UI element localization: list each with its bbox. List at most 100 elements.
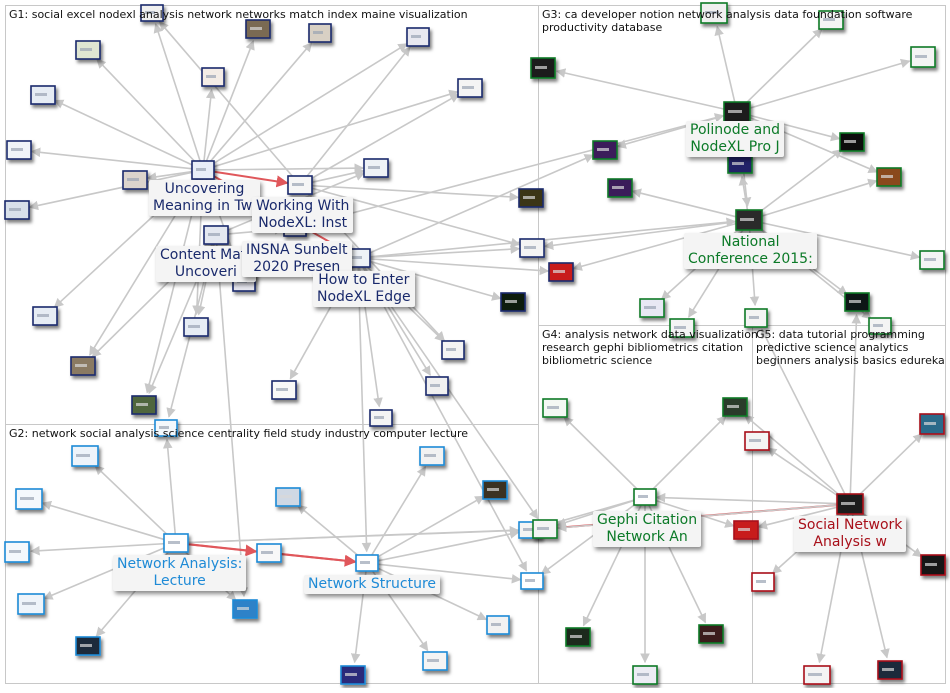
node-thumbnail-g2n[interactable] bbox=[486, 615, 510, 635]
node-thumbnail-g3e[interactable] bbox=[818, 10, 844, 30]
node-thumbnail-g2o[interactable] bbox=[422, 651, 448, 671]
node-thumbnail-g5d[interactable] bbox=[733, 520, 759, 540]
node-thumbnail-g1u[interactable] bbox=[70, 356, 96, 376]
node-label-content[interactable]: Content Matt Uncoveri bbox=[156, 246, 256, 282]
node-thumbnail-g1i[interactable] bbox=[308, 23, 332, 43]
node-thumbnail-g3g[interactable] bbox=[839, 132, 865, 152]
edge-g3a-g3h bbox=[616, 113, 729, 149]
node-thumbnail-detail bbox=[446, 348, 456, 351]
node-label-polinode[interactable]: Polinode and NodeXL Pro J bbox=[686, 121, 785, 157]
node-thumbnail-g3n[interactable] bbox=[639, 298, 665, 318]
node-thumbnail-g2q[interactable] bbox=[154, 419, 178, 437]
node-thumbnail-g1m[interactable] bbox=[457, 78, 483, 98]
node-thumbnail-g1x[interactable] bbox=[369, 409, 393, 427]
node-thumbnail-detail bbox=[823, 18, 835, 21]
node-thumbnail-g1ac[interactable] bbox=[518, 188, 544, 208]
node-thumbnail-g4a[interactable] bbox=[633, 488, 657, 506]
node-thumbnail-g2f[interactable] bbox=[4, 541, 30, 563]
edge-g3a-g3e bbox=[742, 28, 823, 107]
node-thumbnail-g3j[interactable] bbox=[607, 178, 633, 198]
node-thumbnail-g3p[interactable] bbox=[669, 318, 695, 338]
node-thumbnail-g3a[interactable] bbox=[723, 101, 751, 123]
node-thumbnail-g3f[interactable] bbox=[910, 46, 936, 68]
node-thumbnail-g2e[interactable] bbox=[15, 488, 43, 510]
node-thumbnail-g3i[interactable] bbox=[727, 154, 753, 174]
node-thumbnail-g3k[interactable] bbox=[876, 167, 902, 187]
node-thumbnail-g3h[interactable] bbox=[592, 140, 618, 160]
node-label-gephi[interactable]: Gephi Citation Network An bbox=[593, 511, 702, 547]
node-thumbnail-g4c[interactable] bbox=[722, 397, 748, 417]
node-thumbnail-g1p[interactable] bbox=[4, 200, 30, 220]
node-thumbnail-g1z[interactable] bbox=[441, 340, 465, 360]
node-thumbnail-g1n[interactable] bbox=[6, 140, 32, 160]
node-thumbnail-g2l[interactable] bbox=[482, 480, 508, 500]
node-thumbnail-g1y[interactable] bbox=[425, 376, 449, 396]
node-thumbnail-detail bbox=[250, 27, 262, 30]
node-thumbnail-g2b[interactable] bbox=[355, 554, 379, 572]
node-thumbnail-g2j[interactable] bbox=[275, 487, 301, 507]
node-thumbnail-detail bbox=[597, 148, 609, 151]
node-thumbnail-g2k[interactable] bbox=[419, 446, 445, 466]
edge-g2b-g2r bbox=[373, 529, 520, 563]
node-label-howto[interactable]: How to Enter NodeXL Edge bbox=[313, 271, 415, 307]
node-thumbnail-g1q[interactable] bbox=[363, 158, 389, 178]
node-thumbnail-g5h[interactable] bbox=[803, 665, 831, 685]
node-thumbnail-g1a[interactable] bbox=[191, 160, 215, 180]
node-thumbnail-g3o[interactable] bbox=[744, 308, 768, 328]
node-thumbnail-g1c[interactable] bbox=[203, 225, 229, 245]
node-thumbnail-g1l[interactable] bbox=[30, 85, 56, 105]
node-label-national[interactable]: National Conference 2015: bbox=[684, 233, 817, 269]
node-thumbnail-g5f[interactable] bbox=[920, 554, 946, 576]
node-thumbnail-g1ad[interactable] bbox=[548, 262, 574, 282]
node-thumbnail-detail bbox=[740, 218, 754, 221]
edge-g1c-g2i bbox=[215, 243, 249, 598]
node-thumbnail-g3d[interactable] bbox=[700, 2, 728, 24]
node-label-network-structure[interactable]: Network Structure bbox=[304, 575, 441, 594]
node-thumbnail-g1ab[interactable] bbox=[519, 238, 545, 258]
node-thumbnail-g4f[interactable] bbox=[698, 624, 724, 644]
node-thumbnail-g3c[interactable] bbox=[530, 57, 556, 79]
node-label-network-analysis-lecture[interactable]: Network Analysis: Lecture bbox=[113, 555, 247, 591]
node-thumbnail-g4e[interactable] bbox=[632, 665, 658, 685]
edge-g2a-g2q bbox=[162, 438, 177, 535]
node-thumbnail-g5a[interactable] bbox=[836, 493, 864, 515]
node-thumbnail-g4b[interactable] bbox=[542, 398, 568, 418]
node-thumbnail-g2i[interactable] bbox=[232, 599, 258, 619]
node-thumbnail-g1h[interactable] bbox=[245, 19, 271, 39]
node-thumbnail-detail bbox=[749, 316, 759, 319]
node-thumbnail-g5b[interactable] bbox=[919, 413, 945, 435]
node-thumbnail-g1w[interactable] bbox=[271, 380, 297, 400]
node-thumbnail-g2m[interactable] bbox=[520, 572, 544, 590]
node-thumbnail-g3l[interactable] bbox=[919, 250, 945, 270]
edge-g3a-g3g bbox=[745, 113, 841, 142]
node-thumbnail-g1g[interactable] bbox=[140, 4, 164, 22]
node-thumbnail-g1j[interactable] bbox=[406, 27, 430, 47]
node-thumbnail-detail bbox=[491, 623, 501, 626]
node-thumbnail-g1o[interactable] bbox=[122, 170, 148, 190]
node-thumbnail-g2d[interactable] bbox=[71, 445, 99, 467]
edge-g5a-g4c bbox=[744, 414, 844, 499]
node-thumbnail-g2p[interactable] bbox=[340, 665, 366, 685]
node-thumbnail-g5e[interactable] bbox=[751, 572, 775, 592]
node-label-working[interactable]: Working With NodeXL: Inst bbox=[252, 197, 354, 233]
node-thumbnail-g1s[interactable] bbox=[183, 317, 209, 337]
node-thumbnail-g5c[interactable] bbox=[744, 431, 770, 451]
node-thumbnail-g1r[interactable] bbox=[32, 306, 58, 326]
node-thumbnail-g4d[interactable] bbox=[565, 627, 591, 647]
node-thumbnail-g3q[interactable] bbox=[868, 317, 892, 335]
node-label-uncovering[interactable]: Uncovering Meaning in Twi bbox=[149, 180, 261, 216]
node-thumbnail-g2g[interactable] bbox=[17, 593, 45, 615]
node-thumbnail-g1v[interactable] bbox=[131, 395, 157, 415]
node-thumbnail-g4g[interactable] bbox=[532, 519, 558, 539]
node-thumbnail-g1b[interactable] bbox=[287, 175, 313, 195]
node-thumbnail-g1f[interactable] bbox=[75, 40, 101, 60]
node-thumbnail-g1k[interactable] bbox=[201, 67, 225, 87]
node-thumbnail-g2a[interactable] bbox=[163, 533, 189, 553]
node-thumbnail-g1aa[interactable] bbox=[500, 292, 526, 312]
node-thumbnail-g5g[interactable] bbox=[877, 660, 903, 680]
node-thumbnail-g3m[interactable] bbox=[844, 292, 870, 312]
node-thumbnail-g3b[interactable] bbox=[735, 209, 763, 231]
node-thumbnail-g2h[interactable] bbox=[75, 636, 101, 656]
node-thumbnail-g2c[interactable] bbox=[256, 543, 282, 563]
node-label-social-network-analysis[interactable]: Social Network Analysis w bbox=[794, 516, 907, 552]
